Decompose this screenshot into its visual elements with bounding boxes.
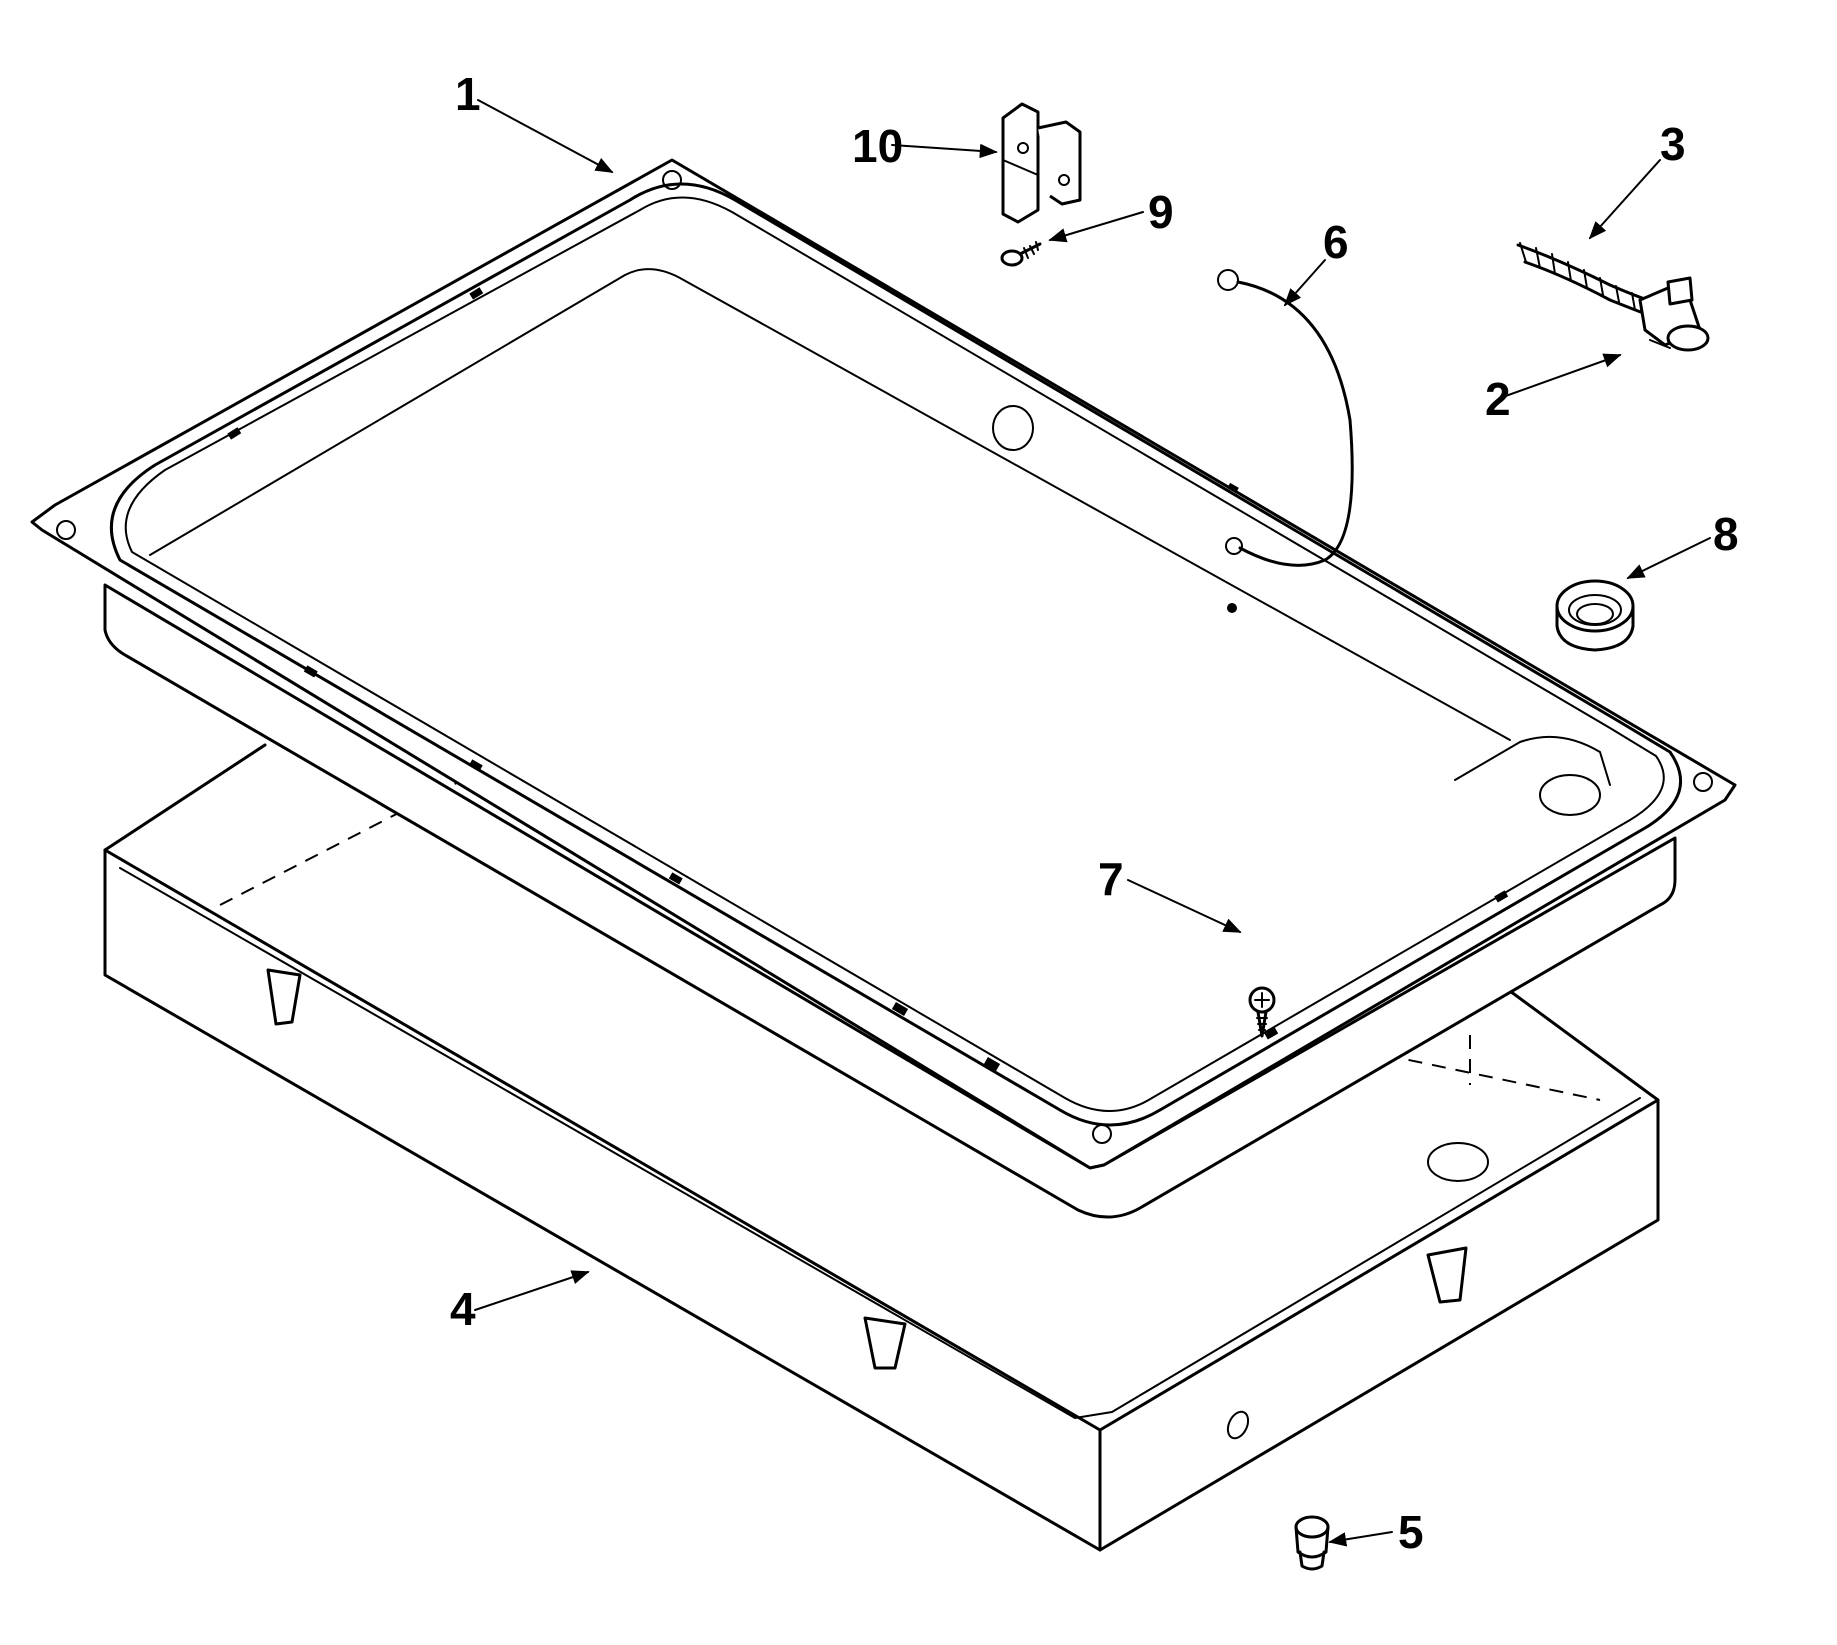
- callout-3: 3: [1660, 118, 1686, 170]
- leader-7: [1127, 879, 1242, 933]
- leader-6: [1283, 259, 1326, 307]
- leveling-foot-right: [1426, 1246, 1468, 1304]
- screw-part-9: [1000, 241, 1042, 267]
- callout-5: 5: [1398, 1506, 1424, 1558]
- leader-3: [1588, 159, 1661, 240]
- screw-part-7: [1248, 986, 1276, 1038]
- leader-lines: [474, 99, 1711, 1547]
- leader-2: [1499, 353, 1622, 399]
- callout-2: 2: [1485, 373, 1511, 425]
- leveling-foot-center: [863, 1316, 907, 1370]
- callout-1: 1: [455, 68, 481, 120]
- leader-9: [1048, 211, 1144, 243]
- tub-part-1: [30, 158, 1737, 1219]
- callout-labels: 1 2 3 4 5 6 7 8 9 10: [450, 68, 1739, 1558]
- callout-9: 9: [1148, 186, 1174, 238]
- grommet-part-8: [1555, 579, 1635, 652]
- ground-wire-part-6: [1217, 269, 1354, 567]
- leader-10: [891, 143, 998, 159]
- callout-8: 8: [1713, 508, 1739, 560]
- drain-hole: [1427, 1142, 1489, 1182]
- callout-6: 6: [1323, 216, 1349, 268]
- callout-7: 7: [1098, 853, 1124, 905]
- leader-4: [474, 1270, 590, 1311]
- callout-10: 10: [852, 120, 903, 172]
- inlet-hole: [992, 405, 1034, 451]
- callout-4: 4: [450, 1283, 476, 1335]
- leader-8: [1626, 537, 1711, 579]
- bracket-part-10: [1001, 102, 1082, 224]
- fitting-part-2: [1638, 276, 1710, 352]
- plug-part-5: [1294, 1515, 1330, 1571]
- leader-1: [477, 99, 614, 173]
- leveling-foot-left: [266, 968, 302, 1026]
- leader-5: [1328, 1531, 1393, 1547]
- base-frame-part-4: [103, 739, 1660, 1552]
